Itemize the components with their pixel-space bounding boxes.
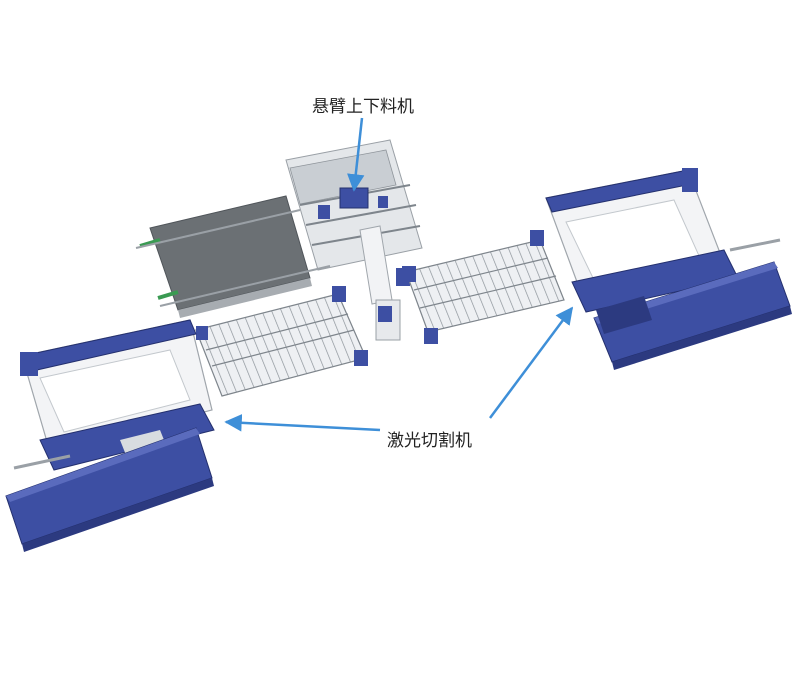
arrow-icon (488, 306, 574, 419)
right-laser-cutter (545, 168, 792, 370)
right-exchange-table (402, 230, 565, 344)
cantilever-loader-label: 悬臂上下料机 (312, 97, 414, 117)
laser-cutter-label: 激光切割机 (387, 431, 472, 451)
material-storage-table (135, 195, 331, 318)
cantilever-loader-machine (285, 139, 423, 341)
arrow-icon (224, 414, 381, 432)
arrow-icon (347, 117, 365, 192)
left-exchange-table (195, 286, 368, 397)
left-laser-cutter (5, 319, 215, 552)
